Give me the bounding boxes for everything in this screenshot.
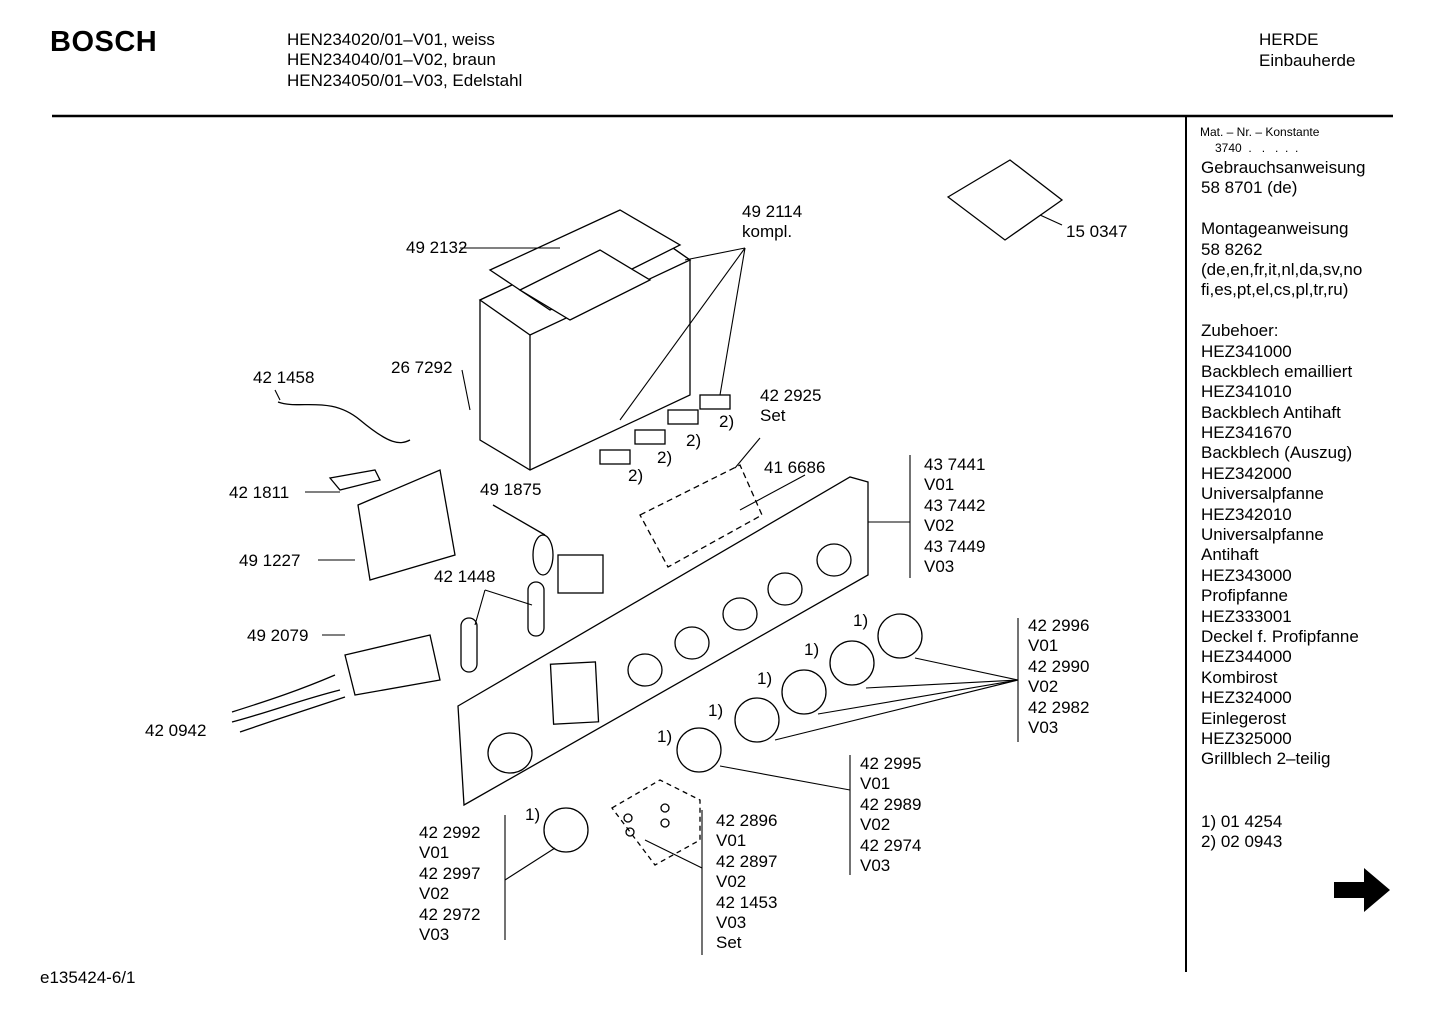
sidebar-line <box>1201 199 1365 219</box>
sidebar-line: Gebrauchsanweisung <box>1201 158 1366 177</box>
leader-lines <box>274 214 1063 955</box>
sidebar-line: Backblech Antihaft <box>1201 402 1341 422</box>
screw-bag <box>946 159 1064 241</box>
part-number: 42 2996 V01 42 2990 V02 42 2982 V03 <box>1028 616 1090 738</box>
arrow-right-icon[interactable] <box>1334 868 1390 912</box>
part-number: 49 1875 <box>480 480 542 499</box>
sidebar-line: HEZ341010 <box>1201 382 1292 402</box>
note-marker: 2) <box>686 431 702 450</box>
part-number: 42 1448 <box>434 567 496 586</box>
control-panel <box>457 476 869 807</box>
note-marker: 1) <box>757 669 773 688</box>
sidebar-line: Universalpfanne <box>1201 525 1324 545</box>
footnote: 1) 01 4254 <box>1201 812 1283 831</box>
part-number: 49 2114 kompl. <box>742 202 803 242</box>
note-marker: 2) <box>657 448 673 467</box>
sidebar-line: HEZ324000 <box>1201 688 1292 708</box>
sidebar-line <box>1201 301 1365 321</box>
note-marker: 1) <box>853 611 869 630</box>
sidebar-line: HEZ333001 <box>1201 606 1292 626</box>
part-number: 42 0942 <box>145 721 207 740</box>
part-number: 41 6686 <box>764 458 826 477</box>
sidebar-line: HEZ341000 <box>1201 341 1292 361</box>
note-marker: 1) <box>525 805 541 824</box>
part-number: 43 7441 V01 43 7442 V02 43 7449 V03 <box>924 455 986 577</box>
part-number: 49 2079 <box>247 626 309 645</box>
sidebar-line: Universalpfanne <box>1201 484 1324 504</box>
brand-logo: BOSCH <box>50 26 158 58</box>
note-marker: 2) <box>719 412 735 431</box>
knobs <box>543 613 923 853</box>
sidebar-line: Kombirost <box>1201 667 1278 687</box>
bracket <box>328 469 381 491</box>
part-number: 49 1227 <box>239 551 301 570</box>
part-number: 42 1811 <box>229 483 290 502</box>
thermostat <box>492 504 604 594</box>
part-number: 42 2896 V01 42 2897 V02 42 1453 V03 Set <box>716 811 778 953</box>
model-line: HEN234040/01–V02, braun <box>287 50 496 69</box>
part-number: 49 2132 <box>406 238 468 257</box>
sidebar-line: Backblech emailliert <box>1201 361 1353 381</box>
sidebar-line: 58 8701 (de) <box>1201 178 1298 198</box>
screws <box>611 779 701 866</box>
note-marker: 2) <box>628 466 644 485</box>
sidebar-line: (de,en,fr,it,nl,da,sv,no <box>1201 259 1363 279</box>
switch-contacts <box>599 394 731 465</box>
sidebar-line: HEZ342000 <box>1201 463 1292 483</box>
sidebar-line: HEZ325000 <box>1201 728 1292 748</box>
sidebar-line: HEZ341670 <box>1201 423 1292 443</box>
sidebar-line: Deckel f. Profipfanne <box>1201 626 1359 646</box>
wire-harness <box>277 401 411 444</box>
part-number: 42 1458 <box>253 368 315 387</box>
sidebar-line: Backblech (Auszug) <box>1201 443 1353 463</box>
sidebar-line: fi,es,pt,el,cs,pl,tr,ru) <box>1201 280 1349 300</box>
switch-set <box>639 464 763 568</box>
cable <box>231 674 336 713</box>
sidebar-line: Profipfanne <box>1201 586 1288 606</box>
sidebar-line: Antihaft <box>1201 545 1259 565</box>
mat-value: 3740 . . . . . <box>1215 141 1299 155</box>
spacer <box>460 617 478 673</box>
part-number: 26 7292 <box>391 358 453 377</box>
control-housing <box>478 209 692 471</box>
model-line: HEN234020/01–V01, weiss <box>287 30 495 49</box>
document-id: e135424-6/1 <box>40 968 136 987</box>
sidebar-line: 58 8262 <box>1201 239 1263 259</box>
part-number: 15 0347 <box>1066 222 1128 241</box>
electronic-module <box>357 469 456 581</box>
mat-label: Mat. – Nr. – Konstante <box>1200 125 1320 139</box>
selector-switch <box>344 634 441 696</box>
sidebar-line: HEZ343000 <box>1201 565 1292 585</box>
sidebar-line: HEZ342010 <box>1201 504 1292 524</box>
sidebar-line: HEZ344000 <box>1201 647 1292 667</box>
category: HERDE <box>1259 30 1319 49</box>
sidebar-line: Montageanweisung <box>1201 219 1349 239</box>
part-number: 42 2995 V01 42 2989 V02 42 2974 V03 <box>860 754 922 876</box>
part-number: 42 2925 Set <box>760 386 822 426</box>
part-number: 42 2992 V01 42 2997 V02 42 2972 V03 <box>419 823 481 945</box>
footnote: 2) 02 0943 <box>1201 832 1283 851</box>
sidebar-line: Grillblech 2–teilig <box>1201 749 1331 769</box>
note-marker: 1) <box>657 727 673 746</box>
note-marker: 1) <box>708 701 724 720</box>
sidebar-line: Zubehoer: <box>1201 321 1279 341</box>
note-marker: 1) <box>804 640 820 659</box>
sidebar-line: Einlegerost <box>1201 708 1287 728</box>
spacer <box>527 581 545 637</box>
model-line: HEN234050/01–V03, Edelstahl <box>287 71 523 90</box>
subcategory: Einbauherde <box>1259 51 1356 70</box>
